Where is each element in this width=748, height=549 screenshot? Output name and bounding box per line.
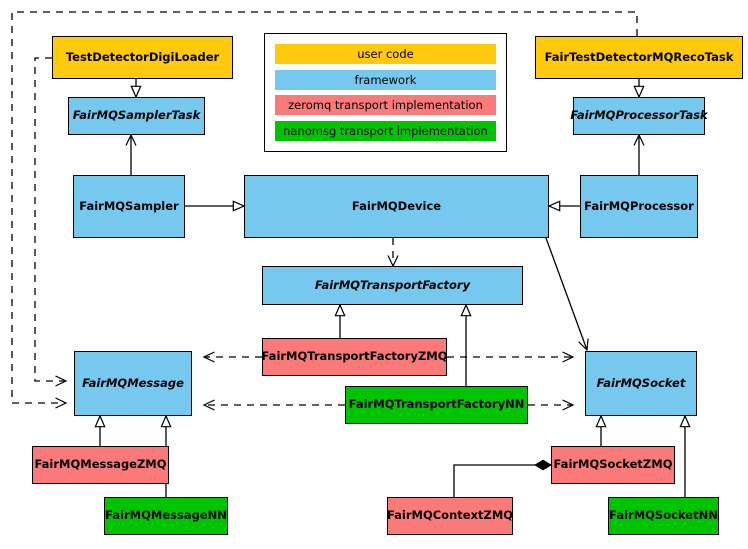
legend-item-framework: framework xyxy=(275,69,496,90)
edge-contextzmq-socketzmq xyxy=(453,459,552,497)
class-node-fairmqtransportfactory[interactable]: FairMQTransportFactory xyxy=(262,266,523,305)
class-node-fairmqtransportfactoryzmq[interactable]: FairMQTransportFactoryZMQ xyxy=(262,338,448,376)
legend-item-user-code: user code xyxy=(275,43,496,64)
edge-recotask-message xyxy=(11,11,638,403)
class-node-fairmqsocket[interactable]: FairMQSocket xyxy=(585,351,697,416)
edge-device-socket xyxy=(545,237,587,350)
class-node-fairmqsocketzmq[interactable]: FairMQSocketZMQ xyxy=(551,446,675,484)
class-node-fairmqmessagenn[interactable]: FairMQMessageNN xyxy=(104,497,228,535)
legend-item-zeromq: zeromq transport implementation xyxy=(275,95,496,116)
class-node-fairmqcontextzmq[interactable]: FairMQContextZMQ xyxy=(387,497,513,535)
legend-item-nanomsg: nanomsg transport implementation xyxy=(275,121,496,142)
class-node-fairtestdetectormqrecotask[interactable]: FairTestDetectorMQRecoTask xyxy=(535,36,743,79)
class-node-fairmqsamplertask[interactable]: FairMQSamplerTask xyxy=(68,97,205,135)
class-node-fairmqdevice[interactable]: FairMQDevice xyxy=(244,175,549,238)
edge-digiloader-message xyxy=(34,57,66,381)
class-node-fairmqsampler[interactable]: FairMQSampler xyxy=(73,175,185,238)
legend: user code framework zeromq transport imp… xyxy=(264,33,507,152)
class-node-fairmqtransportfactorynn[interactable]: FairMQTransportFactoryNN xyxy=(345,386,528,424)
class-node-fairmqsocketnn[interactable]: FairMQSocketNN xyxy=(608,497,719,535)
class-node-fairmqprocessortask[interactable]: FairMQProcessorTask xyxy=(570,97,708,135)
class-node-testdetectordigiloader[interactable]: TestDetectorDigiLoader xyxy=(52,36,233,79)
class-node-fairmqmessagezmq[interactable]: FairMQMessageZMQ xyxy=(32,446,169,484)
class-node-fairmqmessage[interactable]: FairMQMessage xyxy=(74,351,192,416)
class-node-fairmqprocessor[interactable]: FairMQProcessor xyxy=(580,175,698,238)
